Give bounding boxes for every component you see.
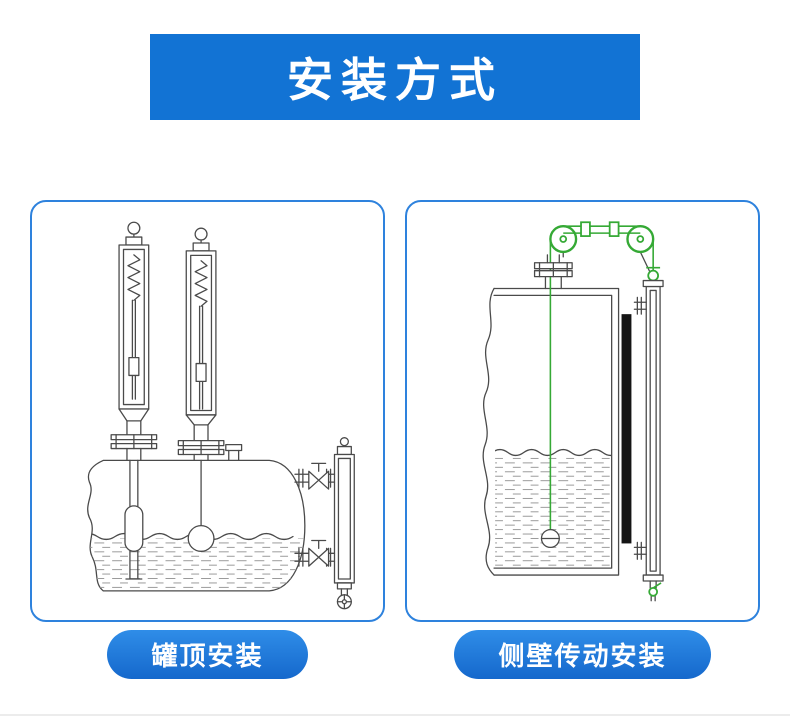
caption-row: 罐顶安装 侧壁传动安装 <box>30 630 760 679</box>
liquid-level-line <box>494 448 612 457</box>
wire-coupling <box>608 221 619 237</box>
vent-ball <box>194 227 208 241</box>
pulley-left <box>548 225 577 254</box>
drain-valve <box>647 587 658 597</box>
valve <box>307 547 329 567</box>
pulley-right <box>625 225 654 254</box>
tank-top-nozzle <box>533 254 573 290</box>
side-level-gauge <box>293 437 355 610</box>
title-banner: 安装方式 <box>150 34 640 120</box>
capsule-float <box>123 505 143 552</box>
indicator-column <box>621 314 631 544</box>
caption-side-wall: 侧壁传动安装 <box>454 630 711 679</box>
diagram-cards <box>30 200 760 622</box>
tank-top-installation-diagram <box>86 221 355 610</box>
tank-wall <box>492 287 619 576</box>
ball-float <box>187 524 215 552</box>
liquid <box>494 448 612 569</box>
tank-top-nozzle <box>224 443 242 462</box>
external-gauge-tube <box>633 279 664 602</box>
top-level-gauge-2 <box>177 227 224 462</box>
liquid-level-line <box>87 532 294 541</box>
vent-ball <box>339 437 349 447</box>
caption-tank-top: 罐顶安装 <box>107 630 308 679</box>
card-tank-top <box>30 200 385 622</box>
wire-coupling <box>579 221 591 237</box>
spring <box>194 260 208 307</box>
card-side-wall <box>405 200 760 622</box>
tank-break-edge <box>482 287 495 576</box>
valve <box>307 470 329 490</box>
top-level-gauge-1 <box>110 221 157 462</box>
side-wall-drive-installation-diagram <box>482 221 664 602</box>
page-title: 安装方式 <box>287 54 503 106</box>
spring <box>126 254 140 301</box>
wire-inlet-fitting <box>646 269 659 282</box>
vent-ball <box>126 221 140 235</box>
